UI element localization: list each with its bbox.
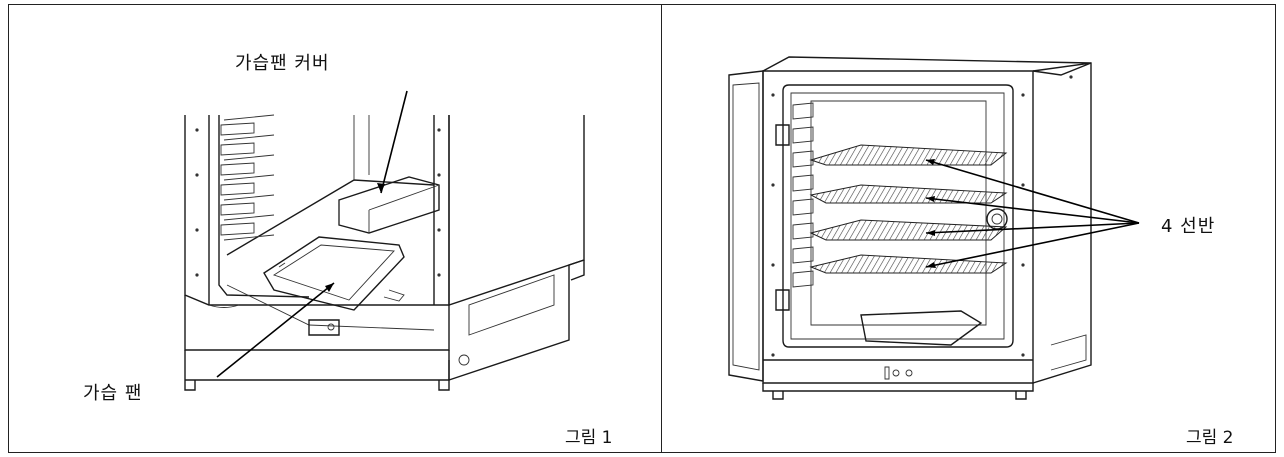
cover-leader-line [380,90,408,194]
figure-1-panel: 가습팬 커버 가습 팬 그림 1 [9,5,662,452]
pan-leader-line [216,282,335,378]
label-shelves: 4 선반 [1161,216,1216,237]
incubator-open-drawing [728,56,1140,400]
label-humidifying-pan-cover: 가습팬 커버 [235,53,330,74]
figure-frame: 가습팬 커버 가습 팬 그림 1 [8,4,1276,453]
figure-1-caption: 그림 1 [565,428,613,448]
figure-2-caption: 그림 2 [1186,428,1234,448]
figure-2-panel: 4 선반 그림 2 [661,5,1275,452]
shelf-leader-lines [925,159,1140,268]
incubator-bottom-drawing [184,90,585,391]
label-humidifying-pan: 가습 팬 [83,383,143,404]
